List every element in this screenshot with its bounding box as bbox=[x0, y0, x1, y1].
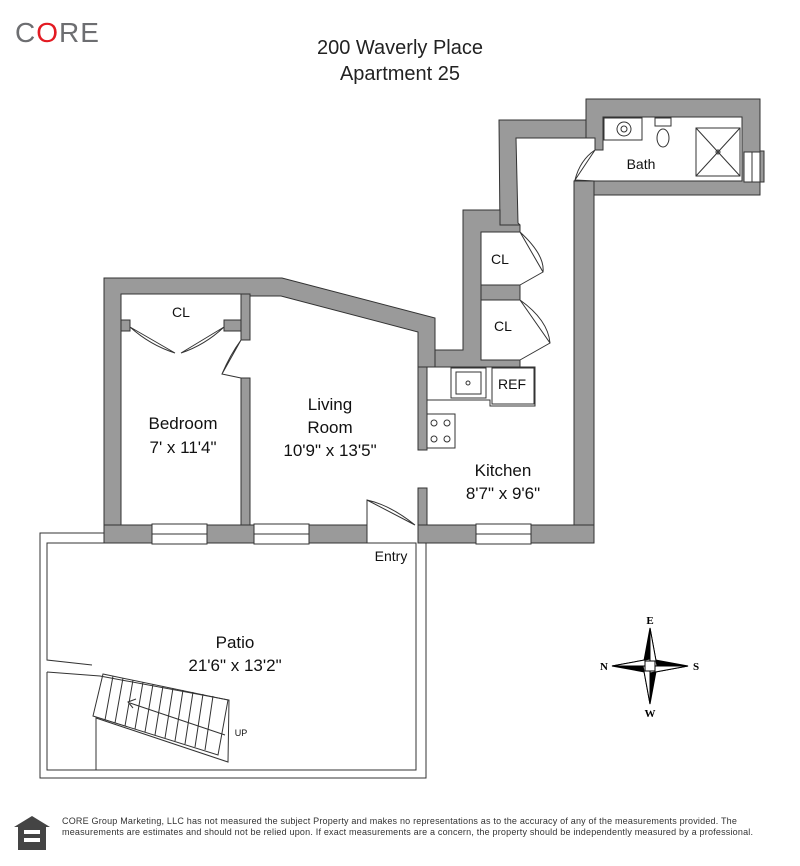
shower bbox=[695, 127, 741, 177]
kitchen-east-wall bbox=[573, 180, 595, 544]
disclaimer-text: CORE Group Marketing, LLC has not measur… bbox=[62, 816, 754, 837]
bath-door bbox=[574, 149, 596, 182]
closet-door-2 bbox=[519, 299, 551, 361]
compass-w: W bbox=[645, 708, 656, 720]
core-logo: CORE bbox=[15, 17, 100, 48]
closet-returns bbox=[120, 319, 242, 332]
unit-title: Apartment 25 bbox=[339, 63, 461, 85]
label-closet-3: CL bbox=[172, 304, 190, 320]
label-stairs-up: UP bbox=[235, 728, 248, 738]
label-patio: Patio bbox=[216, 633, 255, 652]
address-title: 200 Waverly Place bbox=[317, 37, 483, 59]
kitchen-counter bbox=[427, 366, 536, 407]
label-ref: REF bbox=[498, 376, 526, 392]
label-bedroom-dim: 7' x 11'4" bbox=[149, 438, 216, 457]
label-bath: Bath bbox=[627, 156, 656, 172]
compass-rose bbox=[611, 627, 689, 705]
label-closet-2: CL bbox=[494, 318, 512, 334]
patio-outline bbox=[39, 532, 427, 779]
label-kitchen-dim: 8'7" x 9'6" bbox=[466, 484, 540, 503]
label-living-dim: 10'9" x 13'5" bbox=[283, 441, 376, 460]
patio-stair-wall bbox=[46, 671, 230, 770]
label-bedroom: Bedroom bbox=[149, 414, 218, 433]
label-entry: Entry bbox=[375, 548, 408, 564]
compass-e: E bbox=[646, 615, 653, 627]
hall-wall-north bbox=[498, 119, 587, 233]
stairs bbox=[92, 673, 229, 756]
stair-arrow bbox=[127, 698, 226, 736]
toilet-bowl bbox=[656, 128, 670, 148]
equal-housing-icon bbox=[14, 816, 50, 850]
kitchen-sink bbox=[450, 367, 487, 399]
bath-sink bbox=[603, 117, 643, 141]
compass-n: N bbox=[600, 661, 608, 673]
partition-wall bbox=[240, 293, 251, 526]
compass-s: S bbox=[693, 661, 699, 673]
entry-door bbox=[366, 499, 416, 526]
label-living-1: Living bbox=[308, 395, 352, 414]
kitchen-partition bbox=[417, 366, 428, 526]
closet-door-1 bbox=[519, 231, 544, 286]
label-closet-1: CL bbox=[491, 251, 509, 267]
bath-walls bbox=[585, 98, 765, 196]
label-living-2: Room bbox=[307, 418, 352, 437]
label-patio-dim: 21'6" x 13'2" bbox=[188, 656, 281, 675]
stove bbox=[426, 413, 456, 449]
bedroom-closet-doors bbox=[129, 326, 225, 354]
closet-divider bbox=[480, 284, 521, 301]
label-kitchen: Kitchen bbox=[475, 461, 532, 480]
bedroom-door bbox=[221, 339, 242, 379]
refrigerator bbox=[491, 367, 535, 405]
toilet-tank bbox=[654, 117, 672, 127]
north-wall bbox=[103, 277, 436, 526]
